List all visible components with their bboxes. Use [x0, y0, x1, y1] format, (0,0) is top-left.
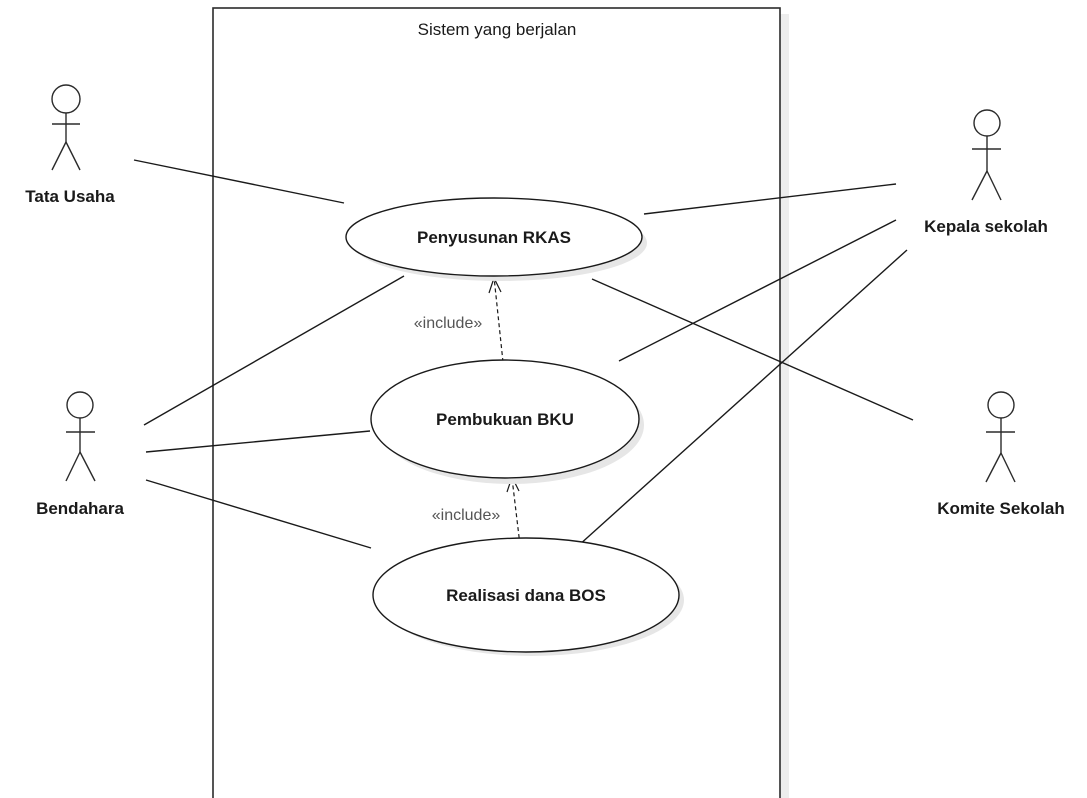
association-bendahara-bos[interactable] — [145, 479, 372, 549]
actor-label: Bendahara — [36, 499, 124, 518]
association-komite-rkas[interactable] — [591, 278, 914, 421]
actor-komite-sekolah[interactable] — [985, 391, 1016, 483]
association-bendahara-rkas[interactable] — [143, 275, 405, 426]
actor-tata-usaha[interactable] — [51, 84, 81, 171]
use-case-label: Realisasi dana BOS — [446, 586, 606, 605]
use-case-realisasi-dana-bos[interactable] — [372, 537, 684, 656]
include-label: «include» — [432, 507, 501, 524]
stick-figure-icon — [985, 391, 1016, 483]
association-kepala-rkas[interactable] — [643, 183, 897, 215]
use-case-label: Pembukuan BKU — [436, 410, 574, 429]
actor-label: Tata Usaha — [25, 187, 115, 206]
actor-bendahara[interactable] — [65, 391, 96, 482]
stick-figure-icon — [65, 391, 96, 482]
system-title: Sistem yang berjalan — [418, 20, 577, 39]
actor-kepala-sekolah[interactable] — [971, 109, 1002, 201]
actor-label: Kepala sekolah — [924, 217, 1048, 236]
association-kepala-bos[interactable] — [577, 249, 908, 547]
actor-label: Komite Sekolah — [937, 499, 1065, 518]
use-case-label: Penyusunan RKAS — [417, 228, 571, 247]
use-case-pembukuan-bku[interactable] — [370, 359, 644, 484]
include-label: «include» — [414, 315, 483, 332]
use-case-penyusunan-rkas[interactable] — [345, 197, 647, 281]
associations — [133, 159, 914, 549]
stick-figure-icon — [971, 109, 1002, 201]
stick-figure-icon — [51, 84, 81, 171]
association-kepala-bku[interactable] — [618, 219, 897, 362]
association-tata-usaha-rkas[interactable] — [133, 159, 345, 204]
association-bendahara-bku[interactable] — [145, 430, 371, 453]
